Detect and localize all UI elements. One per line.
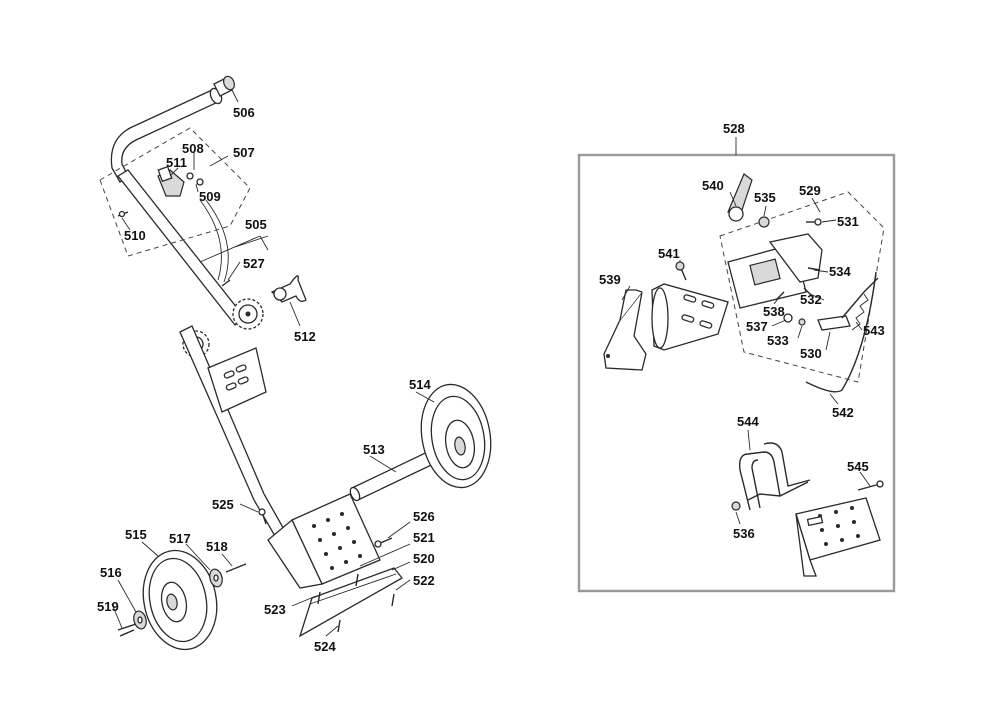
bolt-541 — [675, 261, 687, 281]
label-508: 508 — [182, 141, 204, 156]
washer-517 — [209, 568, 223, 588]
label-526: 526 — [413, 509, 435, 524]
fasteners-521-524 — [317, 573, 395, 633]
control-lever-511 — [157, 165, 185, 197]
label-525: 525 — [212, 497, 234, 512]
handle-lower-tube — [117, 169, 246, 326]
spring-543 — [851, 293, 869, 331]
knob-512 — [270, 275, 307, 303]
label-509: 509 — [199, 189, 221, 204]
label-528: 528 — [723, 121, 745, 136]
label-520: 520 — [413, 551, 435, 566]
label-527: 527 — [243, 256, 265, 271]
screw-531 — [806, 218, 822, 226]
label-518: 518 — [206, 539, 228, 554]
bracket-505 — [199, 235, 269, 263]
label-536: 536 — [733, 526, 755, 541]
label-512: 512 — [294, 329, 316, 344]
nut-535 — [758, 216, 770, 228]
label-533: 533 — [767, 333, 789, 348]
label-531: 531 — [837, 214, 859, 229]
label-542: 542 — [832, 405, 854, 420]
scraper-blade — [298, 567, 403, 638]
label-537: 537 — [746, 319, 768, 334]
label-511: 511 — [166, 155, 187, 170]
cable-542 — [805, 271, 877, 393]
label-523: 523 — [264, 602, 286, 617]
label-524: 524 — [314, 639, 336, 654]
label-529: 529 — [799, 183, 821, 198]
leader-lines-right — [621, 191, 871, 525]
nut-533 — [798, 318, 806, 326]
label-521: 521 — [413, 530, 435, 545]
pin-519 — [117, 623, 137, 637]
label-507: 507 — [233, 145, 255, 160]
label-539: 539 — [599, 272, 621, 287]
washer-509 — [196, 178, 204, 186]
label-517: 517 — [169, 531, 191, 546]
wheel-514 — [420, 383, 492, 489]
label-513: 513 — [363, 442, 385, 457]
pin-518 — [225, 563, 247, 573]
label-506: 506 — [233, 105, 255, 120]
knob-540 — [727, 173, 753, 222]
label-515: 515 — [125, 527, 147, 542]
bolt-527 — [221, 279, 231, 287]
screw-510 — [117, 210, 129, 218]
pin-534 — [807, 267, 821, 271]
label-543: 543 — [863, 323, 885, 338]
mounting-block — [651, 283, 729, 351]
label-545: 545 — [847, 459, 869, 474]
label-510: 510 — [124, 228, 146, 243]
wheel-515 — [142, 549, 218, 651]
label-522: 522 — [413, 573, 435, 588]
label-544: 544 — [737, 414, 759, 429]
bolt-526 — [374, 537, 393, 548]
bolt-525 — [258, 508, 267, 525]
nut-536 — [731, 501, 741, 511]
label-541: 541 — [658, 246, 680, 261]
label-516: 516 — [100, 565, 122, 580]
label-514: 514 — [409, 377, 431, 392]
handle-544 — [738, 442, 811, 511]
label-540: 540 — [702, 178, 724, 193]
mounting-plate-small — [207, 347, 267, 413]
nut-508 — [186, 172, 194, 180]
ratchet-gear-upper — [232, 298, 264, 330]
label-532: 532 — [800, 292, 822, 307]
bracket-plate-545 — [795, 497, 881, 577]
label-505: 505 — [245, 217, 267, 232]
bracket-539 — [603, 289, 647, 371]
base-plate — [267, 493, 381, 589]
inset-box-528 — [577, 153, 896, 593]
label-534: 534 — [829, 264, 851, 279]
label-530: 530 — [800, 346, 822, 361]
bolt-545 — [857, 480, 884, 491]
lever-530 — [817, 277, 879, 331]
label-535: 535 — [754, 190, 776, 205]
assembly-box-507 — [99, 127, 251, 257]
control-plate-530 — [727, 233, 823, 309]
label-538: 538 — [763, 304, 785, 319]
leader-lines-left — [111, 89, 435, 637]
washer-516 — [133, 610, 147, 630]
label-519: 519 — [97, 599, 119, 614]
